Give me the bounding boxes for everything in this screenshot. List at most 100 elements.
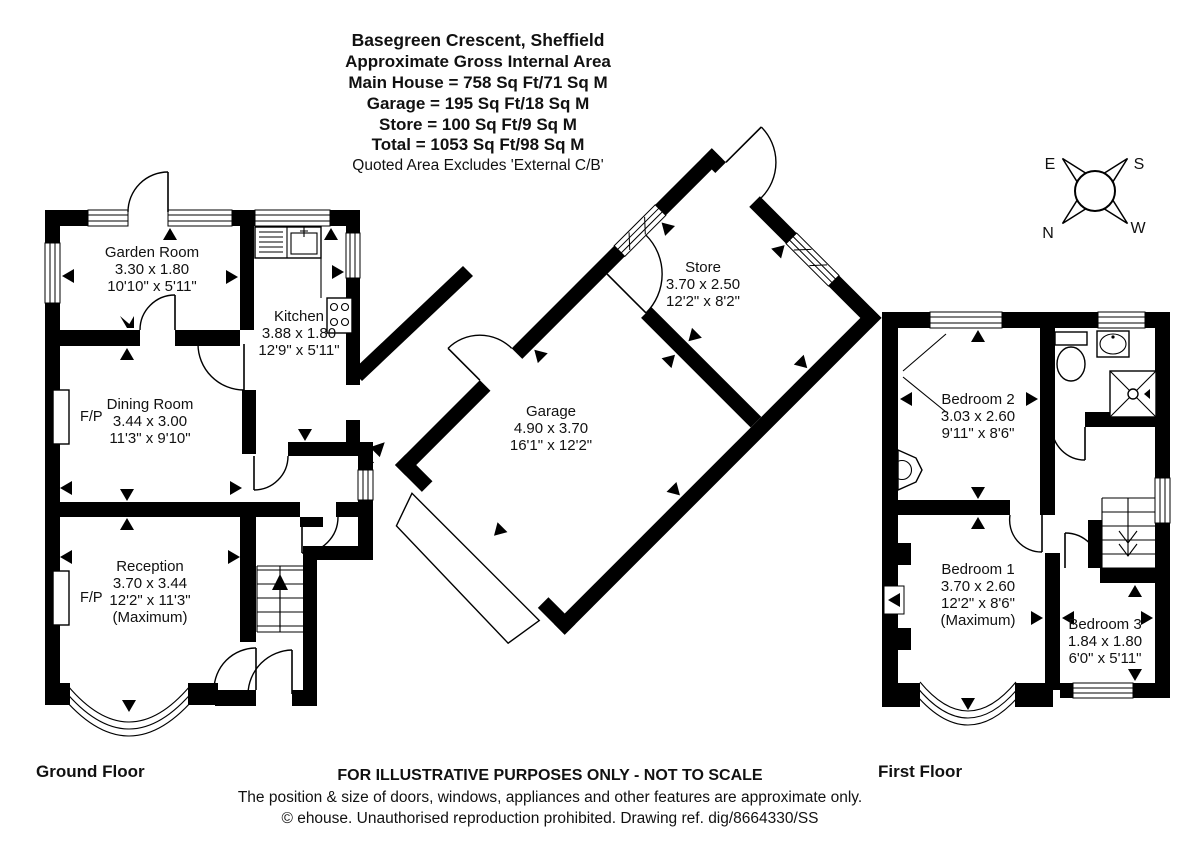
room-label-bedroom-1: Bedroom 1 3.70 x 2.60 12'2" x 8'6" (Maxi…: [941, 561, 1016, 629]
room-label-dining-room: Dining Room 3.44 x 3.00 11'3" x 9'10": [107, 396, 194, 447]
garage-store-structure: [395, 126, 882, 645]
room-imperial: 12'2" x 8'6": [941, 595, 1015, 612]
footer-disclaimer-2: The position & size of doors, windows, a…: [238, 789, 862, 806]
room-name: Bedroom 1: [941, 561, 1014, 578]
garage-store-dimension-arrows: [493, 222, 808, 536]
title-total-area: Total = 1053 Sq Ft/98 Sq M: [372, 135, 585, 154]
title-store-area: Store = 100 Sq Ft/9 Sq M: [379, 115, 577, 134]
door-arc: [301, 516, 339, 554]
window: [785, 232, 840, 287]
footer-disclaimer-1: FOR ILLUSTRATIVE PURPOSES ONLY - NOT TO …: [337, 767, 763, 784]
door-arc: [447, 334, 513, 381]
kitchen-sink-icon: [254, 226, 322, 259]
room-name: Bedroom 3: [1068, 616, 1141, 633]
room-name: Bedroom 2: [941, 391, 1014, 408]
room-metric: 3.70 x 2.50: [666, 276, 740, 293]
room-metric: 3.70 x 3.44: [113, 575, 187, 592]
room-imperial: 16'1" x 12'2": [510, 437, 592, 454]
room-label-kitchen: Kitchen 3.88 x 1.80 12'9" x 5'11": [258, 308, 339, 359]
window: [44, 242, 61, 304]
room-name: Dining Room: [107, 396, 194, 413]
ground-floor-walls: [45, 210, 373, 706]
window: [929, 311, 1003, 329]
footer: Ground Floor First Floor FOR ILLUSTRATIV…: [36, 762, 962, 827]
compass-south-label: S: [1134, 156, 1145, 173]
room-name: Reception: [116, 558, 184, 575]
fireplace-label: F/P: [80, 590, 103, 606]
window: [1097, 311, 1146, 329]
compass-star-icon: [1061, 157, 1129, 225]
room-label-bedroom-2: Bedroom 2 3.03 x 2.60 9'11" x 8'6": [941, 391, 1015, 442]
front-door-arc: [247, 649, 293, 695]
room-name: Store: [685, 259, 721, 276]
fireplace-reception: F/P: [52, 570, 103, 626]
room-label-bedroom-3: Bedroom 3 1.84 x 1.80 6'0" x 5'11": [1068, 616, 1142, 667]
room-name: Kitchen: [274, 308, 324, 325]
door-arc: [139, 294, 176, 331]
window: [357, 469, 374, 501]
chimney-recess: [883, 585, 905, 615]
room-metric: 3.30 x 1.80: [115, 261, 189, 278]
room-metric: 3.70 x 2.60: [941, 578, 1015, 595]
ground-floor-doors: [127, 171, 339, 695]
compass-north-label: N: [1042, 225, 1054, 242]
room-label-reception: Reception 3.70 x 3.44 12'2" x 11'3" (Max…: [109, 558, 190, 626]
room-note: (Maximum): [113, 609, 188, 626]
first-floor-label: First Floor: [878, 762, 962, 781]
compass-west-label: W: [1130, 220, 1146, 237]
door-arc: [606, 234, 663, 314]
window: [254, 209, 331, 227]
room-metric: 4.90 x 3.70: [514, 420, 588, 437]
door-arc: [1008, 514, 1043, 553]
room-imperial: 9'11" x 8'6": [942, 425, 1015, 442]
door-arc: [197, 343, 245, 391]
first-floor-plan: Bedroom 2 3.03 x 2.60 9'11" x 8'6" Bedro…: [882, 311, 1171, 726]
stairs-up-arrow: [272, 574, 288, 590]
room-name: Garage: [526, 403, 576, 420]
ground-floor-windows: [44, 209, 374, 501]
ground-floor-label: Ground Floor: [36, 762, 145, 781]
wardrobe-doors: [902, 333, 947, 413]
compass-rose: E S N W: [1042, 156, 1146, 242]
shower-icon: [1109, 370, 1157, 418]
window: [345, 232, 361, 279]
fireplace-dining: F/P: [52, 389, 103, 445]
title-note: Quoted Area Excludes 'External C/B': [352, 157, 604, 174]
first-floor-dimension-arrows: [900, 330, 1153, 710]
garage-store-walls: [395, 148, 882, 635]
door-arc: [253, 455, 289, 491]
garage-door-panel: [395, 492, 541, 645]
room-metric: 3.88 x 1.80: [262, 325, 336, 342]
window: [1154, 477, 1171, 524]
bay-window: [911, 681, 1025, 726]
room-metric: 3.44 x 3.00: [113, 413, 187, 430]
compass-east-label: E: [1045, 156, 1056, 173]
room-metric: 1.84 x 1.80: [1068, 633, 1142, 650]
room-note: (Maximum): [941, 612, 1016, 629]
door-arc: [1051, 426, 1086, 461]
ground-floor-plan: F/P F/P: [44, 171, 374, 737]
toilet-icon: [1054, 331, 1088, 382]
room-imperial: 6'0" x 5'11": [1069, 650, 1142, 667]
door-arc: [127, 171, 169, 213]
basin-icon: [891, 448, 923, 492]
window: [87, 209, 129, 227]
title-block: Basegreen Crescent, Sheffield Approximat…: [345, 30, 611, 174]
room-label-store: Store 3.70 x 2.50 12'2" x 8'2": [666, 259, 740, 310]
room-imperial: 12'9" x 5'11": [258, 342, 339, 359]
fireplace-label: F/P: [80, 409, 103, 425]
ground-floor-dimension-arrows: [60, 228, 344, 712]
door-arc: [725, 126, 777, 199]
first-floor-doors: [1008, 426, 1101, 569]
footer-copyright: © ehouse. Unauthorised reproduction proh…: [281, 810, 818, 827]
hob-icon: [326, 297, 353, 334]
room-label-garage: Garage 4.90 x 3.70 16'1" x 12'2": [510, 403, 592, 454]
title-subtitle: Approximate Gross Internal Area: [345, 52, 611, 71]
room-imperial: 12'2" x 8'2": [666, 293, 740, 310]
basin-icon: [1096, 330, 1130, 358]
title-address: Basegreen Crescent, Sheffield: [352, 30, 605, 50]
room-label-garden-room: Garden Room 3.30 x 1.80 10'10" x 5'11": [105, 244, 199, 295]
title-main-house-area: Main House = 758 Sq Ft/71 Sq M: [348, 73, 607, 92]
